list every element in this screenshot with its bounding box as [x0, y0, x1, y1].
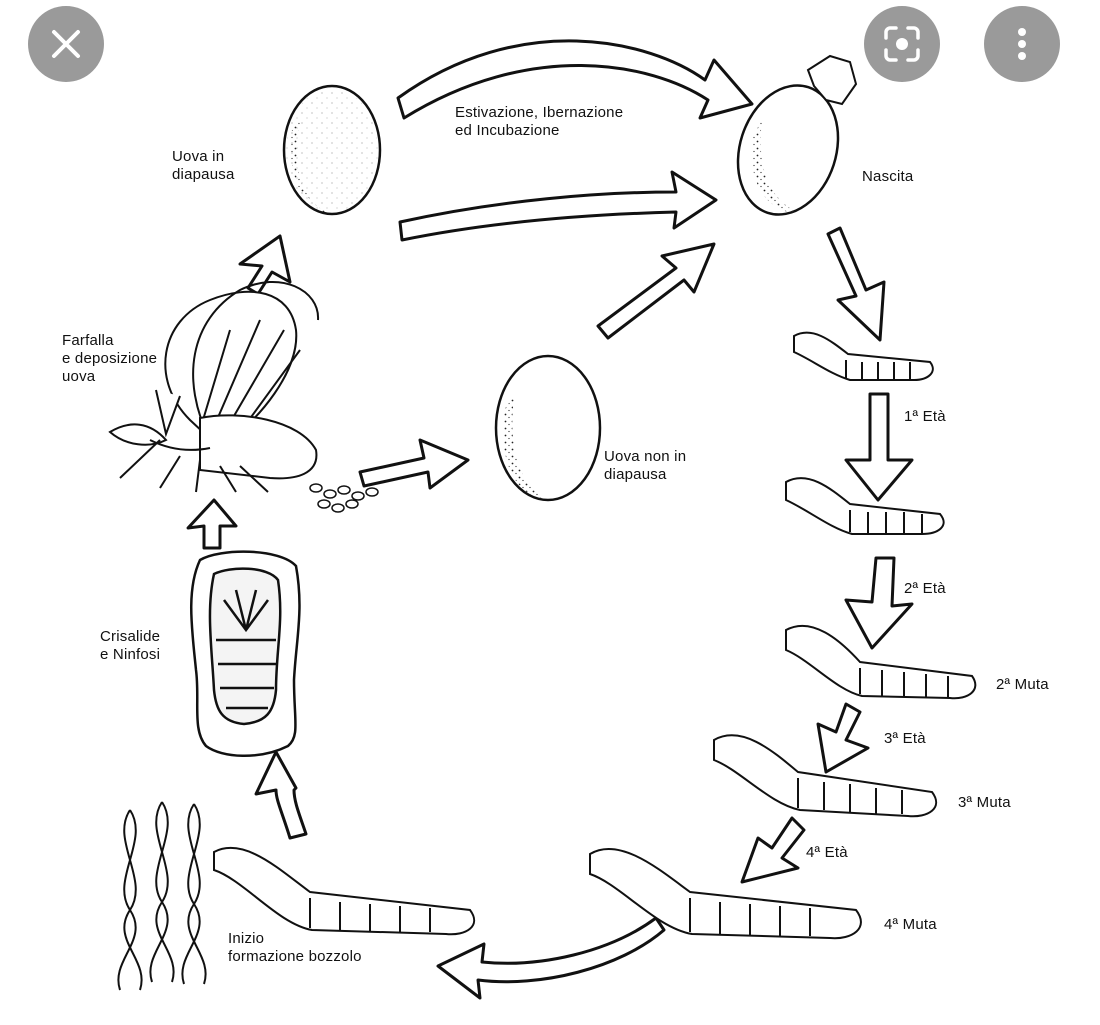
close-icon — [52, 30, 80, 58]
close-button[interactable] — [28, 6, 104, 82]
egg-non-diapausa — [494, 354, 602, 502]
arrow-nondiapausa-to-nascita — [596, 242, 716, 340]
more-vert-icon — [1018, 28, 1026, 60]
lens-search-icon — [884, 26, 920, 62]
label-eta-2: 2ª Età — [904, 580, 946, 597]
label-muta-2: 2ª Muta — [996, 676, 1049, 693]
larva-5 — [589, 848, 862, 940]
larva-2 — [785, 477, 945, 535]
more-options-button[interactable] — [984, 6, 1060, 82]
label-crisalide: Crisalide e Ninfosi — [100, 628, 161, 663]
label-bozzolo: Inizio formazione bozzolo — [228, 930, 362, 965]
label-eta-3: 3ª Età — [884, 730, 926, 747]
arrow-bozzolo-to-crisalide — [254, 750, 308, 840]
hatching-larva — [806, 54, 858, 106]
arrow-farfalla-to-uova — [238, 234, 292, 296]
larva-1 — [793, 331, 934, 381]
arrow-eta3 — [816, 702, 870, 774]
label-muta-4: 4ª Muta — [884, 916, 937, 933]
arrow-to-bozzolo — [436, 916, 666, 1000]
label-uova-diapausa: Uova in diapausa — [172, 148, 235, 183]
cocoon-threads — [117, 801, 207, 991]
arrow-to-nondiapausa — [358, 438, 470, 490]
label-nascita: Nascita — [862, 168, 914, 185]
label-uova-non-diapausa: Uova non in diapausa — [604, 448, 687, 483]
arrow-nascita-down — [826, 226, 886, 342]
arrow-estivazione — [396, 39, 754, 120]
arrow-crisalide-to-farfalla — [186, 498, 238, 550]
laid-eggs — [309, 483, 379, 513]
chrysalis — [189, 550, 301, 757]
larva-3 — [785, 624, 977, 700]
larva-4 — [713, 734, 938, 818]
arrow-eta4 — [740, 816, 806, 884]
larva-spinning — [213, 846, 476, 936]
moth — [108, 280, 320, 493]
label-estivazione: Estivazione, Ibernazione ed Incubazione — [455, 104, 624, 139]
label-muta-3: 3ª Muta — [958, 794, 1011, 811]
label-eta-1: 1ª Età — [904, 408, 946, 425]
arrow-eta2 — [844, 556, 914, 650]
lens-search-button[interactable] — [864, 6, 940, 82]
label-eta-4: 4ª Età — [806, 844, 848, 861]
arrow-eta1 — [844, 392, 914, 502]
arrow-diapausa-to-nascita — [398, 170, 718, 242]
label-farfalla: Farfalla e deposizione uova — [62, 332, 158, 385]
